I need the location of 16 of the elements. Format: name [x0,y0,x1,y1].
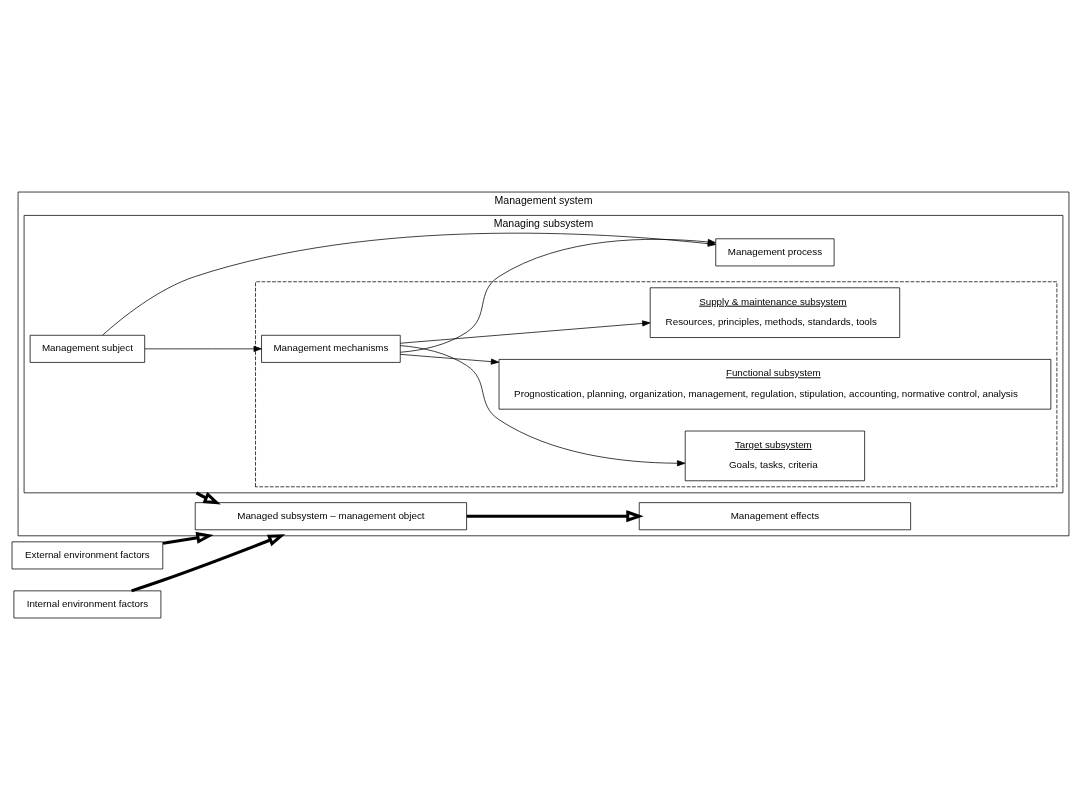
arrow [399,319,651,344]
node-box: Managed subsystem – management object [194,501,467,530]
arrow [399,344,686,466]
node-box: Supply & maintenance subsystem Resources, principles, methods, standards, tools [649,286,901,338]
arrow [162,531,214,545]
node-box: Management subject [29,334,146,363]
node-box: Internal environment factors [13,589,162,618]
node-box: Functional subsystem Prognostication, planning, organization, management, regulation, stipulation, accounting, normative control, analysis [498,358,1052,410]
node-box: Management mechanisms [261,334,401,363]
node-box: Target subsystem Goals, tasks, criteria [684,430,866,481]
node-box: External environment factors [11,540,164,569]
node-box: Management effects [638,501,911,530]
arrow [399,353,500,365]
node-box: Management process [715,237,835,266]
arrow [466,509,644,522]
arrow [144,345,262,352]
